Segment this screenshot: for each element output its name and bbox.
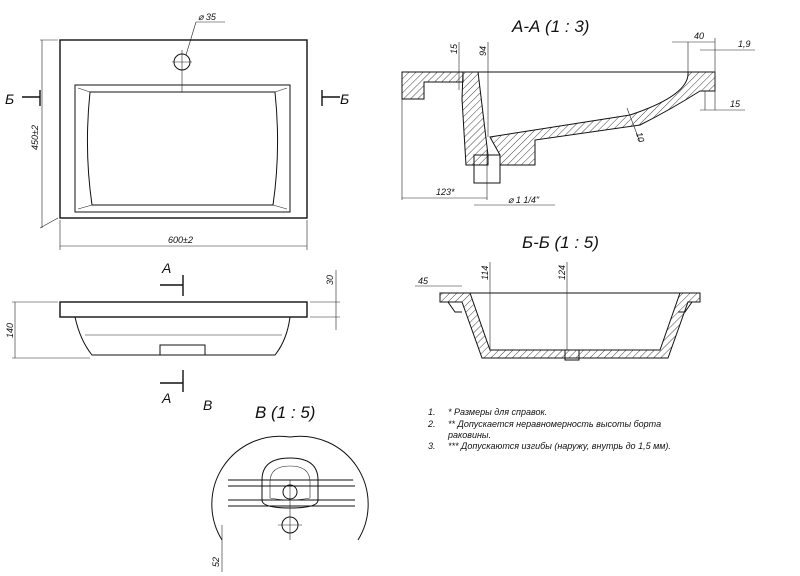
lip-dim: 1,9	[738, 39, 751, 49]
note-number: 3.	[428, 441, 436, 451]
detail-v-title: В (1 : 5)	[255, 403, 315, 422]
top-thickness-dim: 30	[325, 275, 335, 285]
drain-diameter-dim: ⌀ 1 1/4"	[508, 195, 540, 205]
section-marker-b-left: Б	[5, 91, 14, 107]
width-dim: 600±2	[168, 235, 193, 245]
note-number: 2.	[427, 419, 436, 429]
note-text-continued: раковины.	[447, 430, 491, 440]
bb-inner-depth-dim: 114	[480, 266, 490, 280]
detail-v-dim: 52	[211, 557, 221, 567]
note-text: *** Допускаются изгибы (наружу, внутрь д…	[448, 441, 671, 451]
detail-marker-v: B	[203, 397, 212, 413]
bb-rim-dim: 45	[418, 276, 429, 286]
section-aa-title: А-А (1 : 3)	[511, 17, 589, 36]
section-marker-b-right: Б	[340, 91, 349, 107]
under-rim-dim: 15	[730, 99, 741, 109]
rim-thickness-dim: 15	[449, 43, 459, 54]
total-height-dim: 140	[5, 323, 15, 338]
section-a-a: А-А (1 : 3) 123* ⌀ 1 1/4" 15 94 40 1,9 1…	[401, 17, 755, 206]
top-view: ⌀ 35 450±2 600±2 Б Б	[5, 12, 349, 250]
section-marker-a-bottom: A	[161, 390, 171, 406]
drain-offset-dim: 123*	[436, 187, 455, 197]
height-dim: 450±2	[30, 125, 40, 150]
section-b-b: Б-Б (1 : 5) 45 114 124	[415, 233, 701, 361]
wall-thickness-dim: 10	[634, 131, 646, 143]
bb-outer-depth-dim: 124	[557, 265, 567, 280]
hole-dim: ⌀ 35	[198, 12, 217, 22]
edge-width-dim: 40	[694, 31, 704, 41]
note-text: ** Допускается неравномерность высоты бо…	[448, 419, 661, 429]
note-number: 1.	[428, 407, 436, 417]
section-marker-a-top: A	[161, 260, 171, 276]
front-view: A A B 30 140	[5, 260, 340, 413]
depth-dim: 94	[478, 46, 488, 56]
note-text: * Размеры для справок.	[448, 407, 547, 417]
notes: 1. * Размеры для справок. 2. ** Допускае…	[427, 407, 671, 451]
section-bb-title: Б-Б (1 : 5)	[522, 233, 599, 252]
detail-v: В (1 : 5) 52	[211, 403, 369, 573]
